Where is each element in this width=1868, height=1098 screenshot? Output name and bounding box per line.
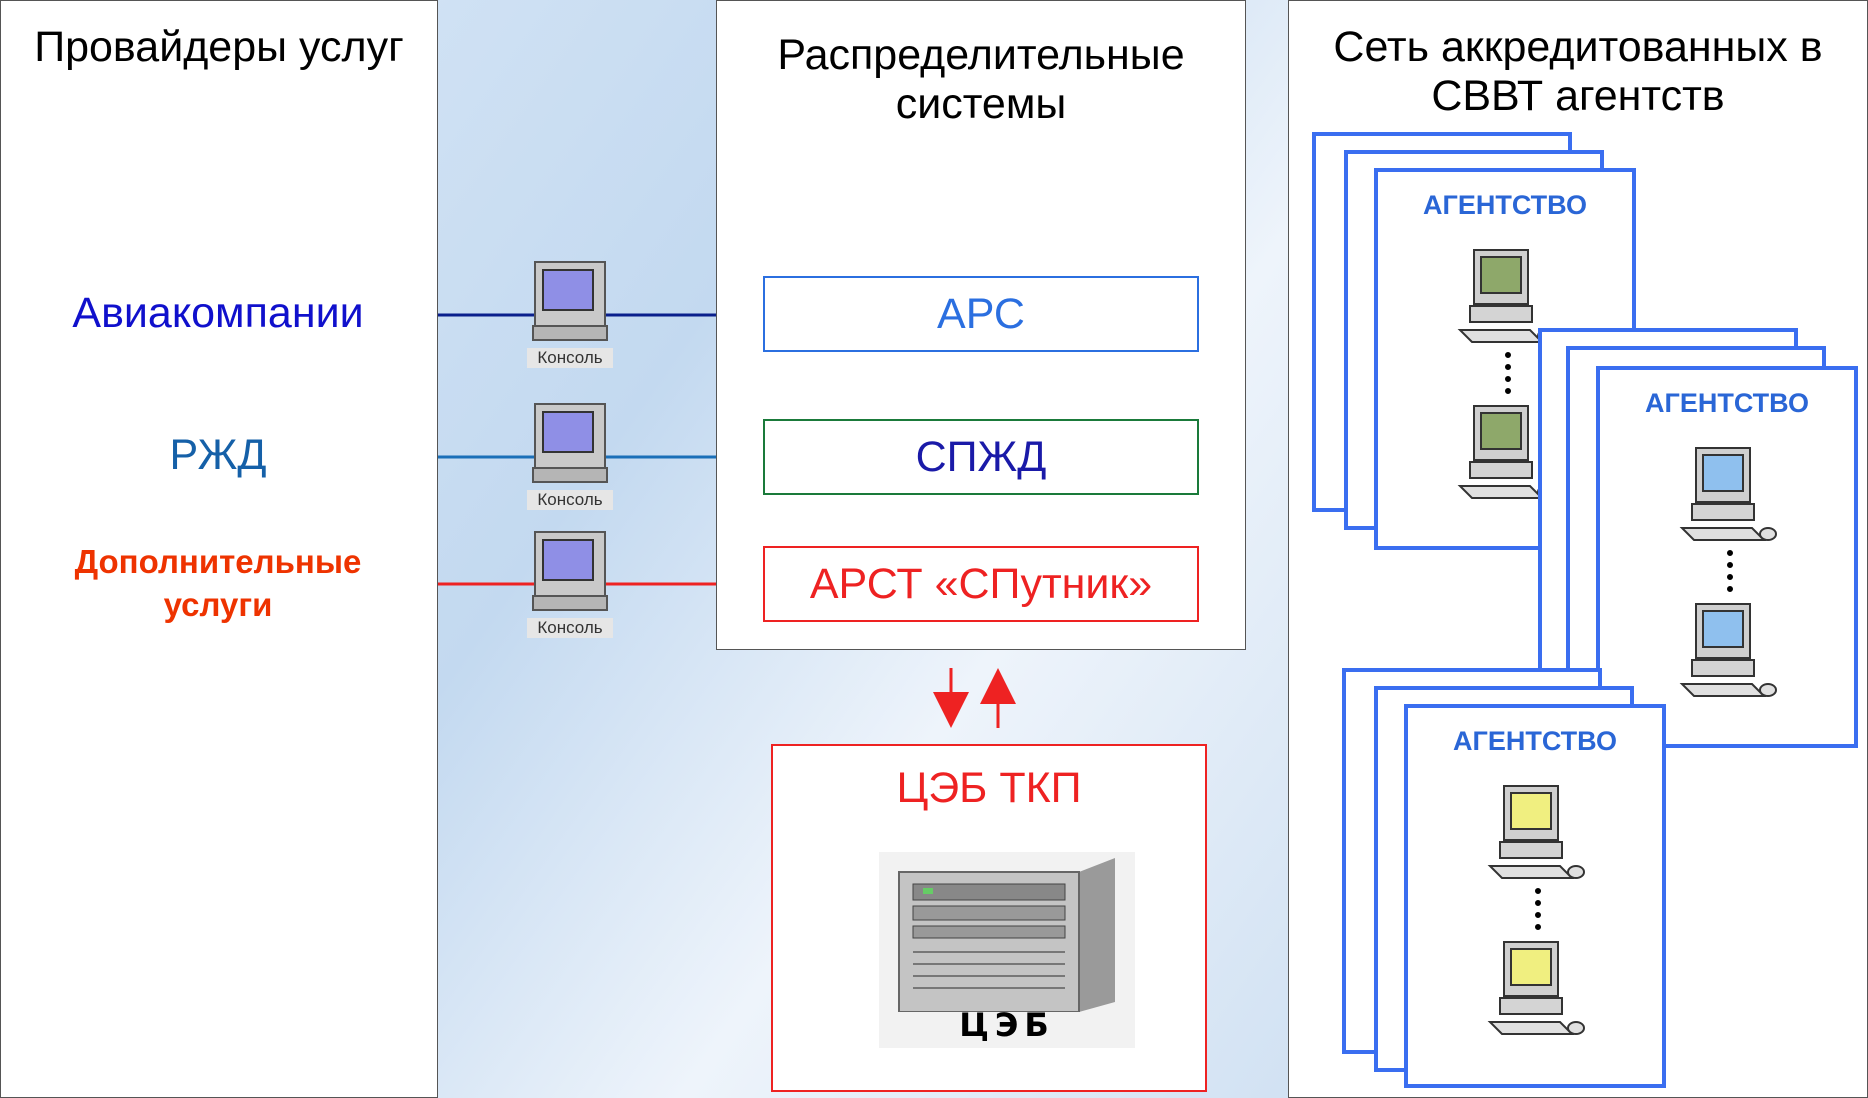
teb-box: ЦЭБ ТКП ЦЭБ xyxy=(771,744,1207,1092)
agency-title: АГЕНТСТВО xyxy=(1423,190,1587,220)
console-label: Консоль xyxy=(527,618,613,638)
console-label: Консоль xyxy=(527,348,613,368)
workstation-icon xyxy=(1487,785,1585,879)
workstation-icon xyxy=(1487,941,1585,1035)
console-extra: Консоль xyxy=(527,528,613,638)
agency-card: АГЕНТСТВО xyxy=(1404,704,1666,1088)
workstation-icon xyxy=(1457,405,1555,499)
agency-title: АГЕНТСТВО xyxy=(1645,388,1809,418)
server-label: ЦЭБ xyxy=(959,1006,1055,1044)
system-spzhd: СПЖД xyxy=(763,419,1199,495)
workstation-icon xyxy=(1679,447,1777,541)
agencies-title: Сеть аккредитованных в СВВТ агентств xyxy=(1333,23,1823,121)
agency-title: АГЕНТСТВО xyxy=(1453,726,1617,756)
console-label: Консоль xyxy=(527,490,613,510)
workstation-icon xyxy=(1679,603,1777,697)
providers-title: Провайдеры услуг xyxy=(34,23,404,71)
computer-icon xyxy=(532,261,608,341)
distribution-title: Распределительные системы xyxy=(777,31,1185,129)
server: ЦЭБ xyxy=(879,852,1135,1048)
server-icon xyxy=(898,858,1115,1012)
provider-extra-services: Дополнительные услуги xyxy=(74,543,362,623)
provider-rail: РЖД xyxy=(169,431,267,479)
console-rail: Консоль xyxy=(527,400,613,510)
provider-airlines: Авиакомпании xyxy=(72,289,364,337)
agency-card: АГЕНТСТВО xyxy=(1596,366,1858,748)
computer-icon xyxy=(532,403,608,483)
system-arst-sputnik: АРСТ «СПутник» xyxy=(763,546,1199,622)
computer-icon xyxy=(532,531,608,611)
system-ars: АРС xyxy=(763,276,1199,352)
ellipsis-dots xyxy=(1505,352,1517,394)
ellipsis-dots xyxy=(1535,888,1547,930)
console-airlines: Консоль xyxy=(527,258,613,368)
teb-title: ЦЭБ ТКП xyxy=(896,764,1082,812)
providers-panel: Провайдеры услуг xyxy=(0,0,438,1098)
ellipsis-dots xyxy=(1727,550,1739,592)
workstation-icon xyxy=(1457,249,1555,343)
